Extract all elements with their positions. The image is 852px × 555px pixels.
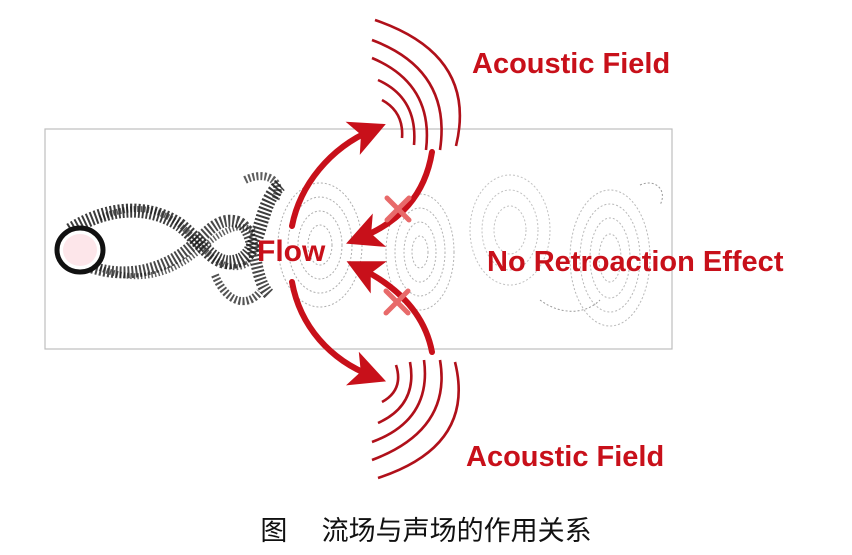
arrow-flow-to-top: [289, 121, 386, 229]
acoustic-wave-arcs-bottom: [371, 359, 460, 480]
figure-caption: 图 流场与声场的作用关系: [260, 516, 592, 547]
x-mark-icon-lower: [383, 288, 411, 316]
acoustic-wave-arcs-top: [371, 18, 462, 151]
acoustic-field-label-bottom: Acoustic Field: [466, 441, 665, 473]
arrow-bottom-to-flow: [346, 261, 435, 355]
cylinder: [54, 225, 106, 275]
no-retroaction-label: No Retroaction Effect: [487, 246, 784, 278]
acoustic-field-label-top: Acoustic Field: [472, 48, 671, 80]
arrow-flow-to-bottom: [289, 279, 387, 386]
interaction-arrows: [289, 121, 435, 386]
wake-vortex-street: [66, 172, 286, 306]
x-mark-icon-upper: [384, 195, 412, 223]
arrow-top-to-flow: [346, 149, 435, 247]
flow-label: Flow: [257, 235, 326, 268]
